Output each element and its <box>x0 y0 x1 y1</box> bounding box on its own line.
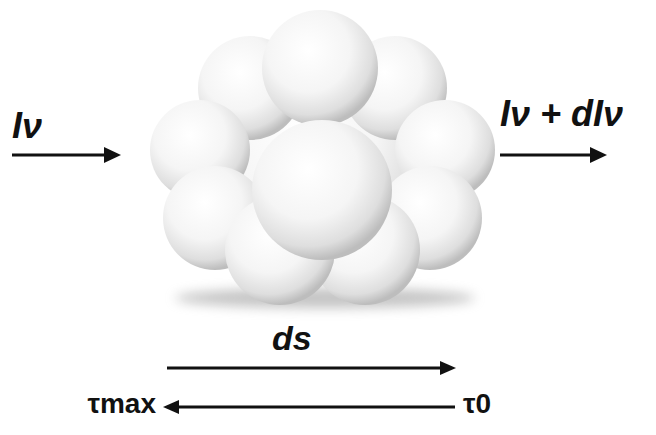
arrow-head <box>440 361 456 375</box>
arrow-shaft <box>500 154 592 157</box>
cloud-puff <box>262 10 378 126</box>
cloud-shape <box>150 10 495 305</box>
arrow-shaft <box>177 406 455 409</box>
arrow-head <box>163 400 179 414</box>
intensity-label: Iν + dIν <box>500 92 623 135</box>
incoming-arrow <box>12 147 121 163</box>
outgoing-arrow <box>500 147 607 163</box>
path-length-arrow <box>167 361 456 375</box>
cloud-shadow <box>175 288 475 308</box>
arrow-shaft <box>12 154 106 157</box>
cloud-puff <box>252 120 392 260</box>
optical-depth-arrow <box>163 400 455 414</box>
arrow-head <box>590 147 607 163</box>
arrow-head <box>104 147 121 163</box>
arrow-shaft <box>167 367 442 370</box>
optical-depth-label: τmax <box>87 387 156 421</box>
path-length-label: ds <box>272 318 312 359</box>
optical-depth-label: τ0 <box>463 387 491 421</box>
intensity-label: Iν <box>12 104 42 147</box>
